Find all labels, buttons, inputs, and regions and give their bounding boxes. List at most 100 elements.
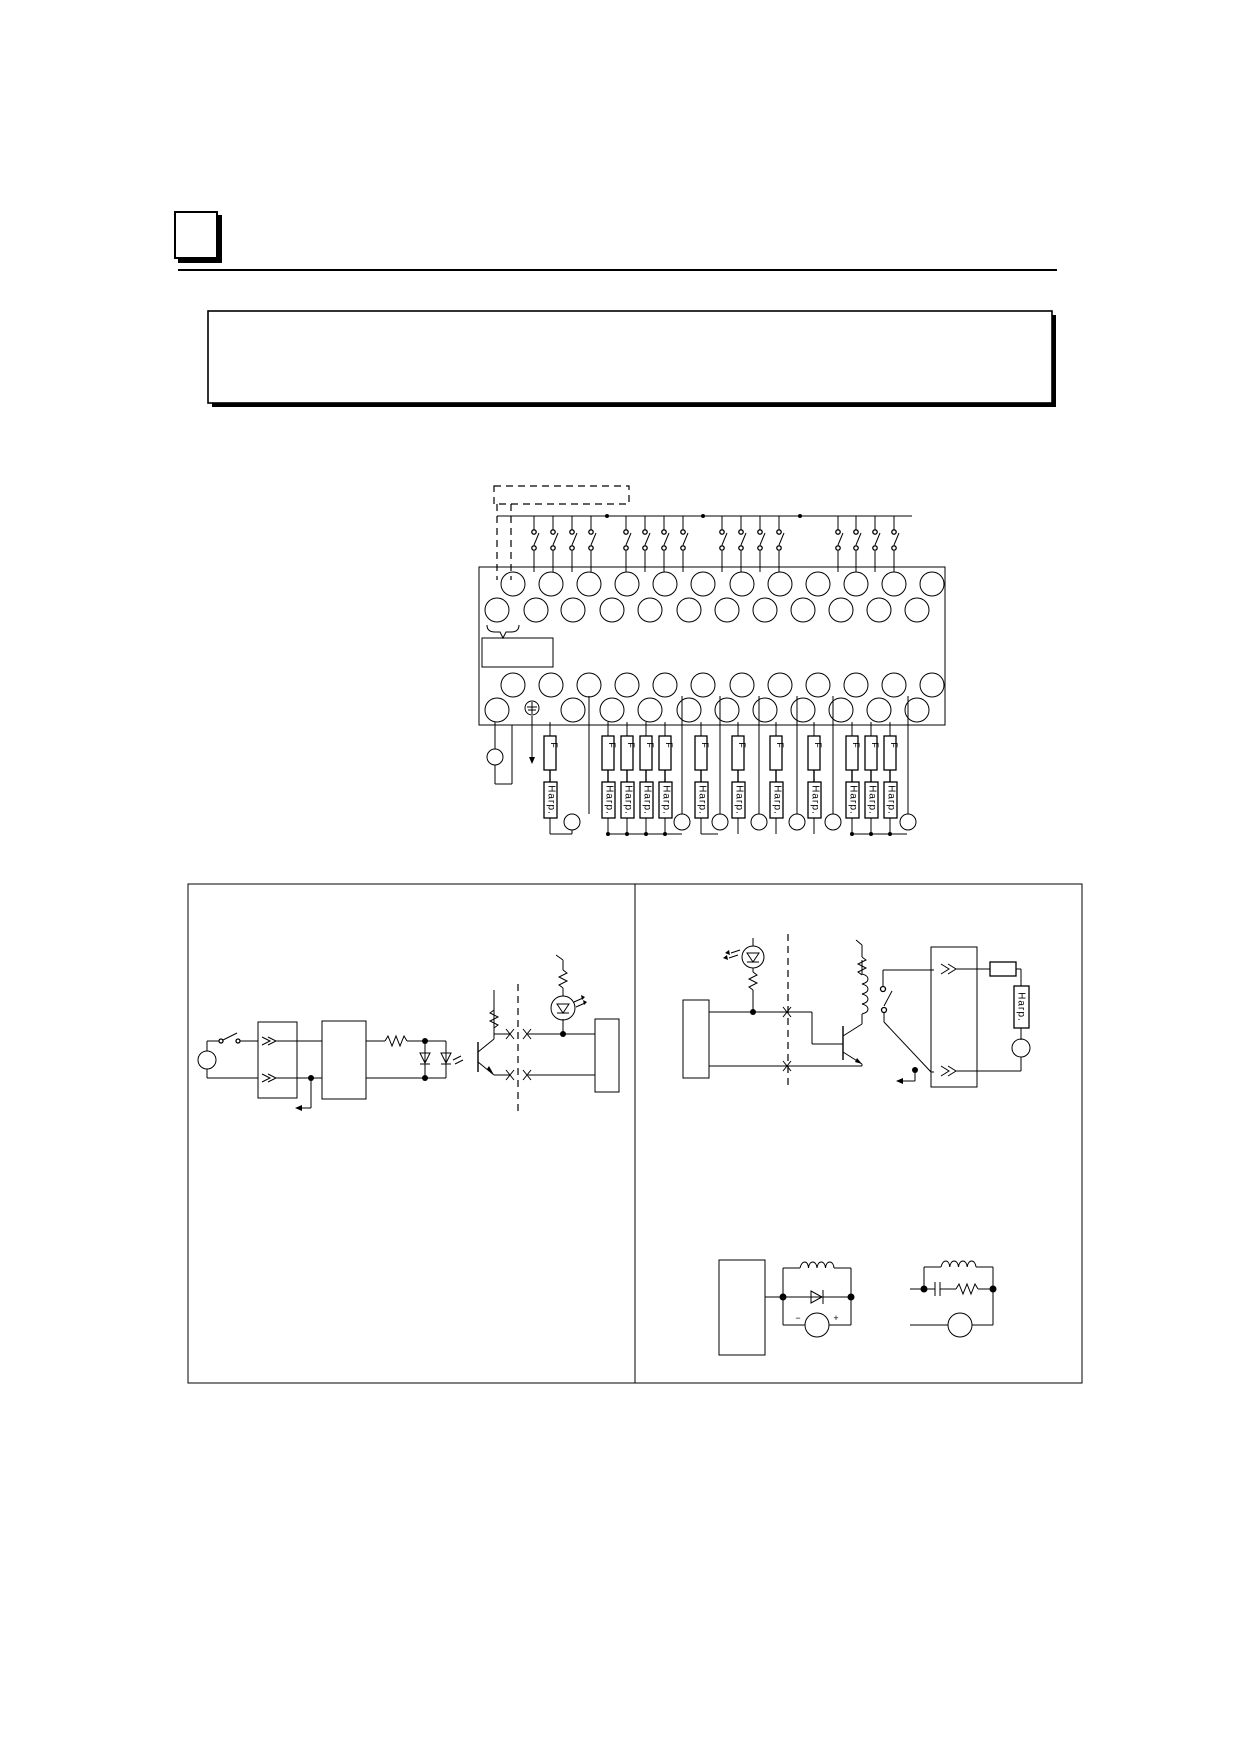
switch-contact: [891, 529, 897, 535]
terminal-screw: [576, 571, 602, 597]
flyback-diode: [810, 1290, 824, 1304]
terminal-block-diagram: FНагр.FНагр.FНагр.FНагр.FНагр.FНагр.FНаг…: [478, 485, 946, 836]
output-fuse: [989, 961, 1017, 977]
terminal-screw: [484, 597, 510, 623]
external-supply-box: [493, 485, 630, 505]
junction-dot: [644, 832, 648, 836]
module-label-box: [481, 637, 554, 668]
relay-status-led: [741, 945, 765, 969]
switch-contact: [550, 545, 556, 551]
switch-contact: [680, 529, 686, 535]
load-label: Нагр.: [733, 785, 744, 815]
switch-contact: [623, 529, 629, 535]
switch-contact: [661, 529, 667, 535]
terminal-screw: [599, 697, 625, 723]
input-switch: [740, 532, 747, 546]
switch-contact: [853, 529, 859, 535]
terminal-screw: [637, 597, 663, 623]
terminal-screw: [729, 672, 755, 698]
terminal-screw: [676, 697, 702, 723]
fuse-label: F: [607, 742, 617, 748]
input-switch: [682, 532, 689, 546]
ground-terminal-symbol: [524, 700, 540, 716]
switch-contact: [531, 529, 537, 535]
terminal-screw: [560, 597, 586, 623]
suppression-device-block: [718, 1259, 766, 1356]
input-resistor: [384, 1034, 408, 1048]
output-source-symbol: [788, 813, 806, 831]
input-switch: [571, 532, 578, 546]
load-label: Нагр.: [641, 785, 652, 815]
terminal-screw: [599, 597, 625, 623]
controller-block-right: [682, 999, 710, 1079]
fuse-label: F: [626, 742, 636, 748]
output-source-symbol: [750, 813, 768, 831]
terminal-screw: [767, 672, 793, 698]
input-switch: [533, 532, 540, 546]
switch-contact: [569, 529, 575, 535]
terminal-screw: [843, 571, 869, 597]
load-label: Нагр.: [866, 785, 877, 815]
terminal-screw: [805, 571, 831, 597]
relay-contact: [883, 990, 893, 1007]
terminal-screw: [560, 697, 586, 723]
junction-dot: [888, 832, 892, 836]
terminal-screw: [614, 672, 640, 698]
notice-frame: [207, 310, 1056, 407]
fuse-label: F: [549, 742, 559, 748]
switch-contact: [569, 545, 575, 551]
switch-contact: [531, 545, 537, 551]
terminal-screw: [484, 697, 510, 723]
output-source-symbol: [673, 813, 691, 831]
switch-contact: [588, 529, 594, 535]
switch-contact: [719, 529, 725, 535]
fuse-label: F: [737, 742, 747, 748]
input-switch: [663, 532, 670, 546]
fuse-label: F: [775, 742, 785, 748]
switch-contact: [776, 529, 782, 535]
suppression-coil-2: [940, 1260, 977, 1268]
minus-sign: −: [795, 1313, 800, 1323]
optocoupler-led: [440, 1052, 452, 1065]
switch-contact: [757, 529, 763, 535]
terminal-screw: [805, 672, 831, 698]
terminal-screw: [652, 571, 678, 597]
load-label: Нагр.: [885, 785, 896, 815]
terminal-screws: [484, 571, 945, 723]
switch-contact: [661, 545, 667, 551]
header-section: [174, 211, 1057, 271]
relay-output-schematic: Нагр. − +: [682, 934, 1031, 1356]
input-switch: [220, 1032, 238, 1042]
controller-block: [594, 1018, 620, 1093]
load-label: Нагр.: [771, 785, 782, 815]
junction-dot: [869, 832, 873, 836]
terminal-screw: [790, 597, 816, 623]
input-switch: [590, 532, 597, 546]
input-switch: [759, 532, 766, 546]
input-switch: [552, 532, 559, 546]
switch-contact: [719, 545, 725, 551]
fuse-load-pair: F Нагр.: [620, 735, 636, 819]
terminal-screw: [881, 672, 907, 698]
terminal-screw: [904, 697, 930, 723]
switch-contact: [588, 545, 594, 551]
terminal-screw: [752, 597, 778, 623]
fuse-label: F: [813, 742, 823, 748]
terminal-block: [478, 566, 946, 726]
output-load-label: Нагр.: [1015, 992, 1026, 1022]
terminal-screw: [790, 697, 816, 723]
terminal-screw: [919, 571, 945, 597]
output-source-symbol: [711, 813, 729, 831]
power-source-symbol: [486, 748, 504, 766]
suppression-coil-1: [799, 1261, 835, 1269]
terminal-screw: [866, 597, 892, 623]
terminal-screw: [690, 571, 716, 597]
fuse-load-pair: F Нагр.: [731, 735, 747, 819]
rc-resistor: [955, 1282, 979, 1296]
input-circuit-schematic: [197, 954, 620, 1115]
load-label: Нагр.: [622, 785, 633, 815]
